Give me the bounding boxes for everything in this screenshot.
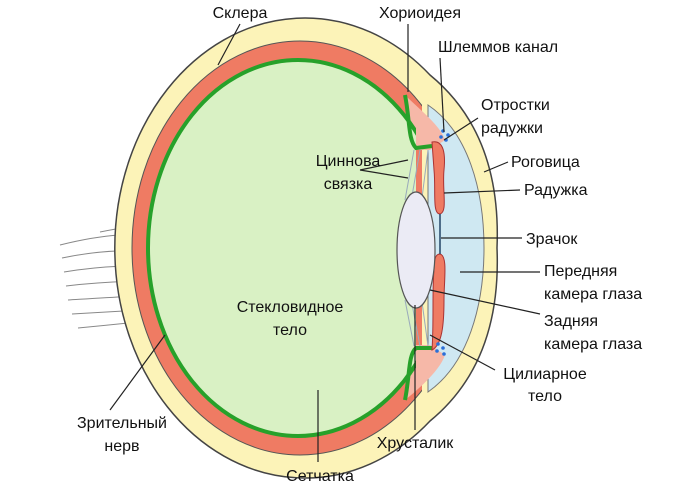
label-zonule-2: связка — [324, 176, 373, 193]
label-pupil: Зрачок — [526, 231, 578, 248]
label-iris: Радужка — [524, 182, 588, 199]
label-ciliary-body-1: Цилиарное — [503, 366, 587, 383]
label-anterior-chamber-2: камера глаза — [544, 286, 642, 303]
zonule-fibers — [404, 149, 429, 347]
leader-lines — [109, 23, 541, 462]
label-sclera: Склера — [213, 5, 268, 22]
label-anterior-chamber-1: Передняя — [544, 263, 617, 280]
label-iris-processes-1: Отростки — [481, 97, 550, 114]
label-vitreous-2: тело — [273, 322, 307, 339]
label-optic-nerve-1: Зрительный — [77, 415, 167, 432]
label-cornea: Роговица — [511, 154, 580, 171]
label-vitreous-1: Стекловидное — [237, 299, 344, 316]
label-retina: Сетчатка — [286, 468, 354, 485]
label-schlemm-canal: Шлеммов канал — [438, 39, 558, 56]
label-optic-nerve-2: нерв — [104, 438, 139, 455]
label-posterior-chamber-2: камера глаза — [544, 336, 642, 353]
vitreous-body — [146, 58, 416, 438]
label-lens: Хрусталик — [377, 435, 455, 452]
label-posterior-chamber-1: Задняя — [544, 313, 598, 330]
iris-top — [431, 141, 445, 215]
label-choroid: Хориоидея — [379, 5, 461, 22]
label-zonule-1: Циннова — [316, 153, 381, 170]
lens — [396, 191, 436, 309]
label-iris-processes-2: радужки — [481, 120, 543, 137]
retina-edge — [403, 94, 433, 401]
label-ciliary-body-2: тело — [528, 388, 562, 405]
